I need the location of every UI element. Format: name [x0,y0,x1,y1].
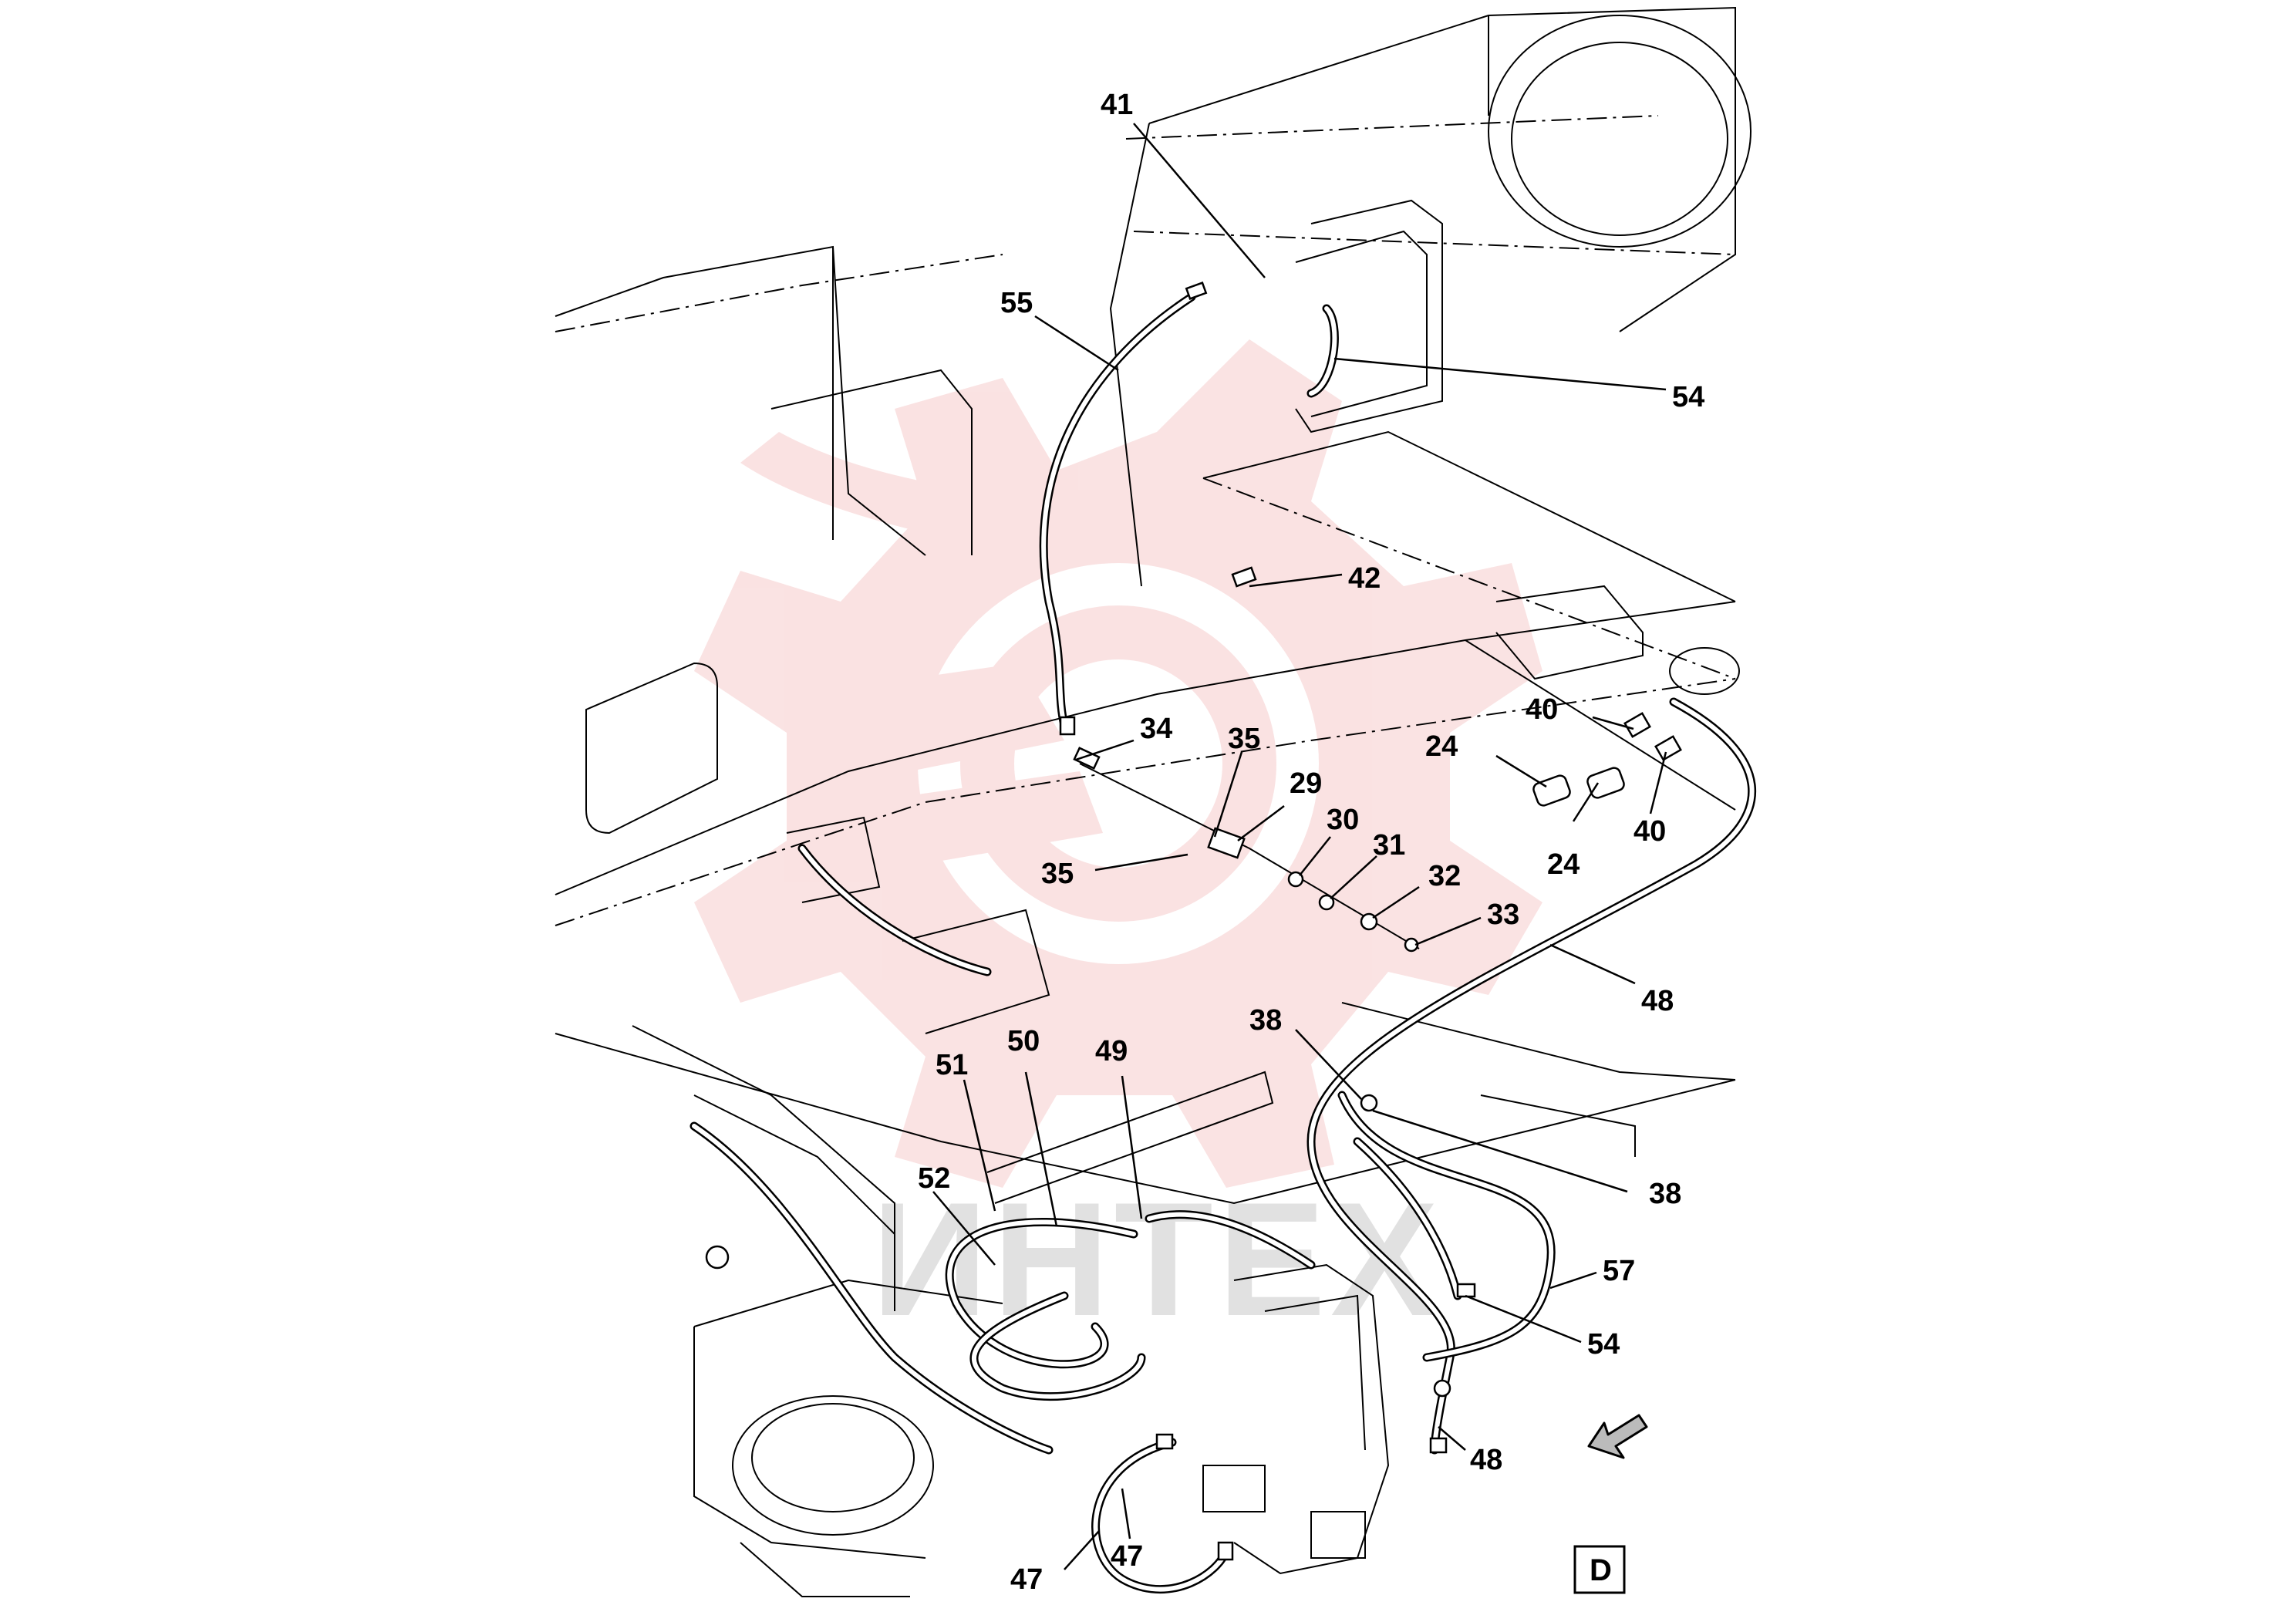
callout-24: 24 [1425,730,1458,763]
callout-38: 38 [1249,1004,1282,1037]
view-label-text: D [1590,1553,1612,1587]
callout-33: 33 [1487,899,1519,931]
callout-48: 48 [1470,1444,1502,1476]
callout-42: 42 [1348,562,1381,595]
hydraulic-hoses [689,292,1757,1593]
callout-55: 55 [1000,287,1033,319]
callout-40: 40 [1633,815,1666,848]
callout-38: 38 [1649,1178,1681,1210]
callout-54: 54 [1587,1328,1620,1361]
callout-54: 54 [1672,381,1704,413]
watermark-logo [694,339,1542,1188]
view-label: D [1573,1545,1626,1594]
callout-49: 49 [1095,1035,1128,1067]
callout-57: 57 [1603,1255,1635,1287]
callout-31: 31 [1373,829,1405,862]
callout-52: 52 [918,1162,950,1195]
callout-34: 34 [1140,713,1172,745]
callout-32: 32 [1428,860,1461,892]
callout-50: 50 [1007,1025,1040,1057]
callout-35: 35 [1041,858,1074,890]
callout-47: 47 [1010,1563,1043,1596]
callout-40: 40 [1526,693,1558,726]
callout-24: 24 [1547,848,1580,881]
callout-30: 30 [1327,804,1359,836]
watermark-text: ИНТЕХ [872,1168,1443,1350]
callout-41: 41 [1101,89,1133,121]
callout-35: 35 [1228,723,1260,755]
callout-29: 29 [1290,767,1322,800]
callout-51: 51 [936,1049,968,1081]
direction-arrow-icon [1587,1414,1648,1459]
fittings [705,282,1682,1561]
leader-lines [932,123,1667,1570]
callout-labels: 41 55 54 42 34 35 29 35 30 31 32 33 24 4… [918,89,1704,1596]
machine-frame [555,6,1752,1597]
callout-47: 47 [1111,1540,1143,1573]
callout-48: 48 [1641,985,1674,1017]
